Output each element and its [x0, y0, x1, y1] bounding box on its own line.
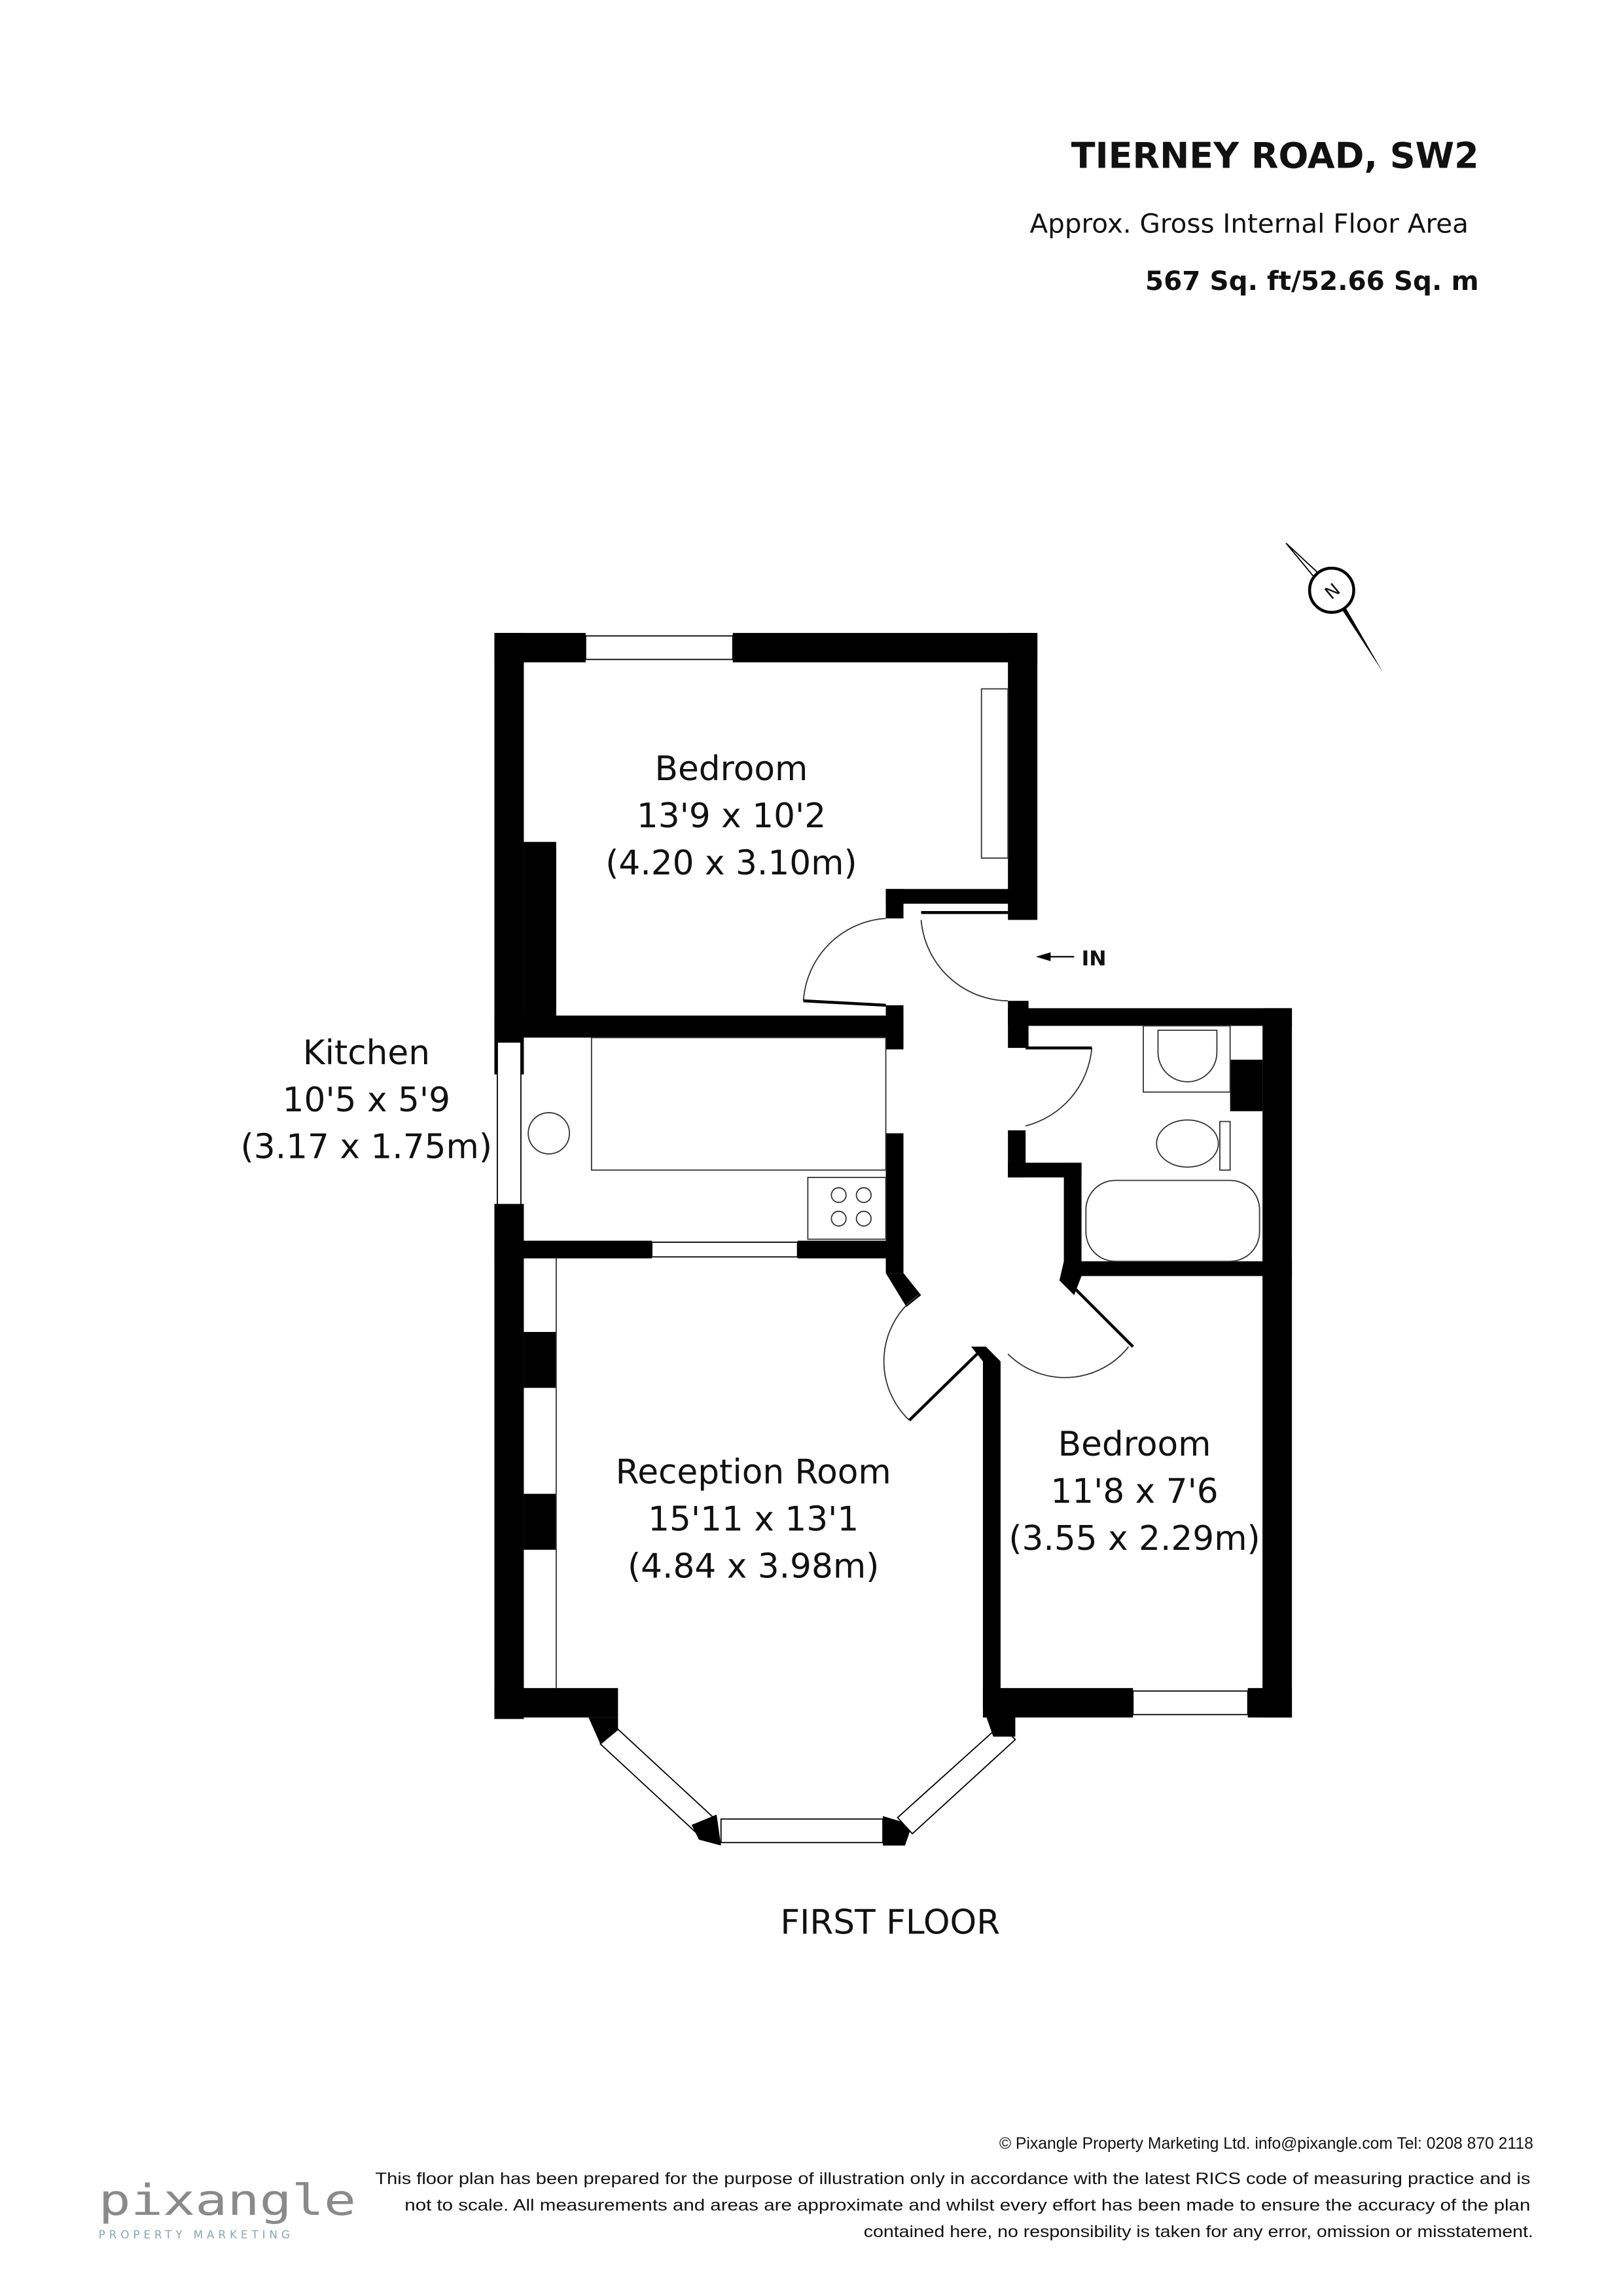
room-name: Kitchen — [303, 1033, 430, 1073]
fixtures — [527, 688, 1260, 1689]
logo-wordmark: pixangle — [99, 2176, 356, 2225]
sink-icon — [527, 1112, 571, 1155]
footer-disclaimer-line: not to scale. All measurements and areas… — [404, 2197, 1530, 2214]
footer-disclaimer-line: contained here, no responsibility is tak… — [864, 2223, 1533, 2241]
arrow-icon — [1035, 952, 1051, 961]
room-name: Bedroom — [655, 749, 808, 789]
room-bedroom-1: Bedroom 13'9 x 10'2 (4.20 x 3.10m) — [605, 749, 857, 883]
pixangle-logo: pixangle PROPERTY MARKETING — [99, 2176, 356, 2241]
walls — [494, 633, 1293, 1846]
room-bedroom-2: Bedroom 11'8 x 7'6 (3.55 x 2.29m) — [1008, 1425, 1260, 1558]
floor-label: FIRST FLOOR — [780, 1903, 1000, 1943]
room-name: Reception Room — [616, 1453, 891, 1492]
room-dimensions-metric: (3.17 x 1.75m) — [241, 1128, 492, 1167]
room-dimensions-metric: (4.20 x 3.10m) — [605, 844, 857, 883]
wardrobe — [980, 688, 1009, 859]
compass-icon: N — [1285, 543, 1383, 673]
room-kitchen: Kitchen 10'5 x 5'9 (3.17 x 1.75m) — [241, 1033, 492, 1167]
area-subtitle: Approx. Gross Internal Floor Area — [1030, 207, 1469, 239]
room-reception: Reception Room 15'11 x 13'1 (4.84 x 3.98… — [616, 1453, 891, 1587]
entrance-label: IN — [1082, 947, 1107, 971]
footer-copyright: © Pixangle Property Marketing Ltd. info@… — [999, 2135, 1533, 2153]
hob-icon — [807, 1177, 887, 1240]
logo-tagline: PROPERTY MARKETING — [99, 2228, 294, 2241]
room-dimensions-imperial: 13'9 x 10'2 — [637, 797, 826, 836]
property-title: TIERNEY ROAD, SW2 — [1071, 135, 1479, 177]
floor-area: 567 Sq. ft/52.66 Sq. m — [1145, 265, 1479, 296]
toilet-icon — [1156, 1119, 1219, 1168]
room-dimensions-imperial: 11'8 x 7'6 — [1050, 1472, 1218, 1511]
footer-disclaimer-line: This floor plan has been prepared for th… — [375, 2170, 1530, 2188]
room-dimensions-metric: (3.55 x 2.29m) — [1008, 1519, 1260, 1558]
room-dimensions-imperial: 15'11 x 13'1 — [648, 1500, 859, 1539]
door-swing — [802, 918, 886, 1001]
basin-icon — [1157, 1030, 1218, 1083]
kitchen-worktop — [590, 1037, 887, 1171]
room-name: Bedroom — [1058, 1425, 1211, 1464]
bath-icon — [1085, 1179, 1260, 1263]
room-dimensions-metric: (4.84 x 3.98m) — [628, 1547, 879, 1587]
room-dimensions-imperial: 10'5 x 5'9 — [283, 1081, 450, 1120]
